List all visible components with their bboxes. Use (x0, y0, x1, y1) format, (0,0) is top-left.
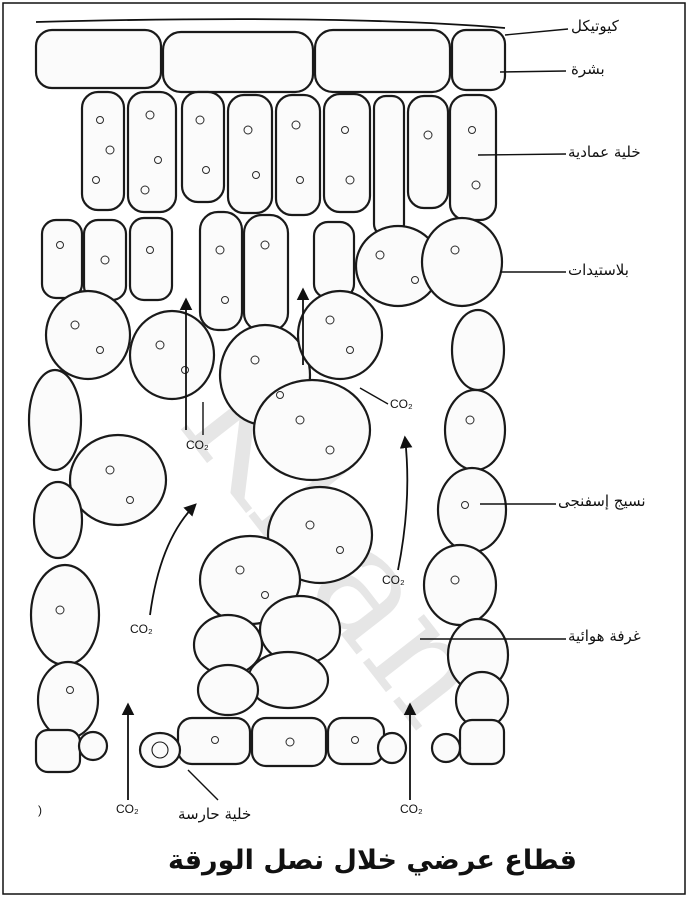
palisade-cell (324, 94, 370, 212)
lower-epidermis (36, 718, 504, 772)
label-epidermis: بشرة (571, 60, 605, 78)
guard-cell (140, 733, 180, 767)
label-guard-cell: خلية حارسة (178, 805, 251, 823)
spongy-cell (46, 291, 130, 379)
lower-epidermis-cell (328, 718, 384, 764)
palisade-cell (200, 212, 242, 330)
spongy-cell (298, 291, 382, 379)
epidermis-layer (36, 19, 505, 92)
label-cuticle: كيوتيكل (571, 17, 619, 35)
palisade-cell (228, 95, 272, 213)
cuticle-line (36, 19, 505, 28)
spongy-cell (248, 652, 328, 708)
palisade-cell (42, 220, 82, 298)
palisade-cell (244, 215, 288, 331)
lower-epidermis-cell (36, 730, 80, 772)
lower-epidermis-cell (252, 718, 326, 766)
palisade-cell (314, 222, 354, 298)
co2-label: CO₂ (400, 802, 423, 816)
label-spongy-tissue: نسيج إسفنجى (558, 492, 646, 510)
co2-label: CO₂ (116, 802, 139, 816)
label-air-chamber: غرفة هوائية (568, 627, 641, 645)
palisade-cell (128, 92, 176, 212)
palisade-layer (42, 92, 502, 331)
co2-arrow (150, 505, 195, 615)
spongy-cell (29, 370, 81, 470)
guard-cell (432, 734, 460, 762)
epidermis-cell (36, 30, 161, 88)
spongy-cell (198, 665, 258, 715)
palisade-cell (422, 218, 502, 306)
spongy-cell (38, 662, 98, 738)
palisade-cell (408, 96, 448, 208)
spongy-cell (130, 311, 214, 399)
spongy-cell (438, 468, 506, 552)
palisade-cell (374, 96, 404, 236)
epidermis-cell (452, 30, 505, 90)
epidermis-cell (163, 32, 313, 92)
co2-label: CO₂ (130, 622, 153, 636)
spongy-cell (424, 545, 496, 625)
lower-epidermis-cell (460, 720, 504, 764)
palisade-cell (82, 92, 124, 210)
corner-mark: ) (38, 803, 42, 817)
figure-title: قطاع عرضي خلال نصل الورقة (168, 845, 577, 876)
co2-label: CO₂ (186, 438, 209, 452)
co2-arrow (398, 438, 407, 570)
guard-cell (79, 732, 107, 760)
palisade-cell (450, 95, 496, 220)
palisade-cell (276, 95, 320, 215)
spongy-cell (445, 390, 505, 470)
spongy-cell (254, 380, 370, 480)
spongy-cell (70, 435, 166, 525)
spongy-cell (452, 310, 504, 390)
co2-label: CO₂ (390, 397, 413, 411)
co2-leader (360, 388, 388, 404)
co2-label: CO₂ (382, 573, 405, 587)
label-palisade-cell: خلية عمادية (568, 143, 641, 161)
palisade-cell (182, 92, 224, 202)
palisade-cell (130, 218, 172, 300)
spongy-cell (31, 565, 99, 665)
epidermis-cell (315, 30, 450, 92)
spongy-cell (34, 482, 82, 558)
guard-cell (378, 733, 406, 763)
lower-epidermis-cell (178, 718, 250, 764)
label-plastids: بلاستيدات (568, 261, 629, 279)
spongy-mesophyll (29, 291, 508, 738)
palisade-cell (84, 220, 126, 300)
